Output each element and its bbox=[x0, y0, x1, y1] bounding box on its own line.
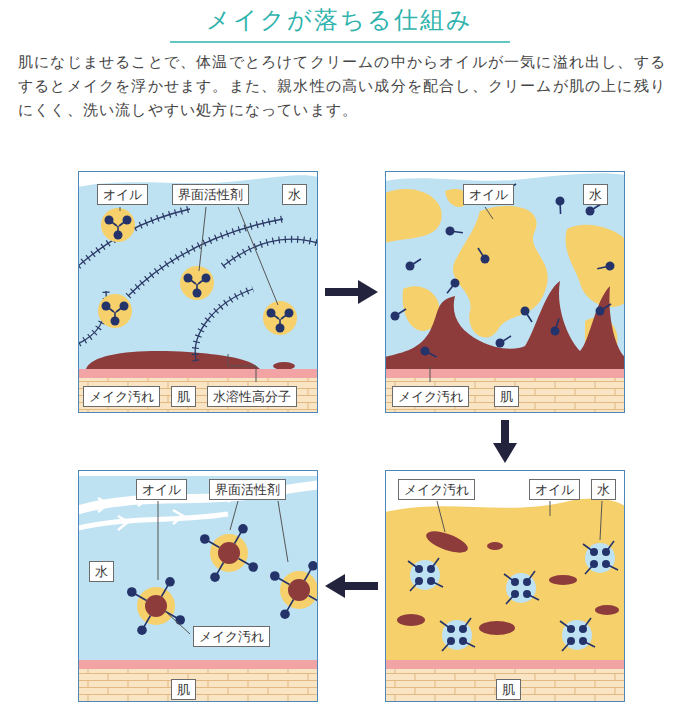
label-text: 水 bbox=[597, 481, 610, 498]
label-text: 肌 bbox=[500, 388, 513, 405]
callout-label: 水溶性高分子 bbox=[207, 386, 297, 407]
label-text: オイル bbox=[469, 186, 508, 203]
label-text: 肌 bbox=[502, 681, 515, 698]
label-text: オイル bbox=[103, 186, 142, 203]
label-text: オイル bbox=[142, 481, 181, 498]
flow-arrow bbox=[325, 288, 358, 296]
callout-label: 水 bbox=[89, 561, 114, 582]
callout-label: 水 bbox=[282, 184, 307, 205]
callout-label: オイル bbox=[529, 479, 580, 500]
callout-label: オイル bbox=[136, 479, 187, 500]
callout-label: 肌 bbox=[171, 386, 196, 407]
label-text: メイク汚れ bbox=[404, 481, 469, 498]
stage-panel: オイル 界面活性剤 水メイク汚れ 肌 水溶性高分子 bbox=[78, 171, 318, 413]
label-text: 水溶性高分子 bbox=[213, 388, 291, 405]
panel-4-art bbox=[385, 470, 625, 702]
title-underline bbox=[170, 41, 510, 43]
label-text: 水 bbox=[288, 186, 301, 203]
description-text: 肌になじませることで、体温でとろけてクリームの中からオイルが一気に溢れ出し、する… bbox=[18, 50, 666, 122]
label-text: 肌 bbox=[177, 388, 190, 405]
diagram-title: メイクが落ちる仕組み bbox=[0, 5, 679, 35]
label-text: メイク汚れ bbox=[199, 628, 264, 645]
label-text: オイル bbox=[535, 481, 574, 498]
callout-label: メイク汚れ bbox=[392, 386, 469, 407]
label-text: 水 bbox=[589, 186, 602, 203]
label-text: メイク汚れ bbox=[89, 388, 154, 405]
label-text: 水 bbox=[95, 563, 108, 580]
stage-panel: オイル 界面活性剤水メイク汚れ肌 bbox=[78, 470, 318, 702]
label-text: 肌 bbox=[177, 681, 190, 698]
callout-label: メイク汚れ bbox=[398, 479, 475, 500]
callout-label: 肌 bbox=[494, 386, 519, 407]
callout-label: 肌 bbox=[171, 679, 196, 700]
callout-label: 水 bbox=[583, 184, 608, 205]
panel-3-art bbox=[78, 470, 318, 702]
callout-label: 水 bbox=[591, 479, 616, 500]
label-text: 界面活性剤 bbox=[215, 481, 280, 498]
flow-arrow bbox=[501, 420, 509, 443]
callout-label: 肌 bbox=[496, 679, 521, 700]
label-text: メイク汚れ bbox=[398, 388, 463, 405]
callout-label: 界面活性剤 bbox=[172, 184, 249, 205]
callout-label: 界面活性剤 bbox=[209, 479, 286, 500]
panel-1-art bbox=[78, 171, 318, 413]
callout-label: メイク汚れ bbox=[193, 626, 270, 647]
callout-label: メイク汚れ bbox=[83, 386, 160, 407]
stage-panel: オイル 水メイク汚れ 肌 bbox=[385, 171, 625, 413]
flow-arrow bbox=[345, 582, 378, 590]
stage-panel: メイク汚れ オイル 水肌 bbox=[385, 470, 625, 702]
label-text: 界面活性剤 bbox=[178, 186, 243, 203]
callout-label: オイル bbox=[97, 184, 148, 205]
panel-2-art bbox=[385, 171, 625, 413]
callout-label: オイル bbox=[463, 184, 514, 205]
